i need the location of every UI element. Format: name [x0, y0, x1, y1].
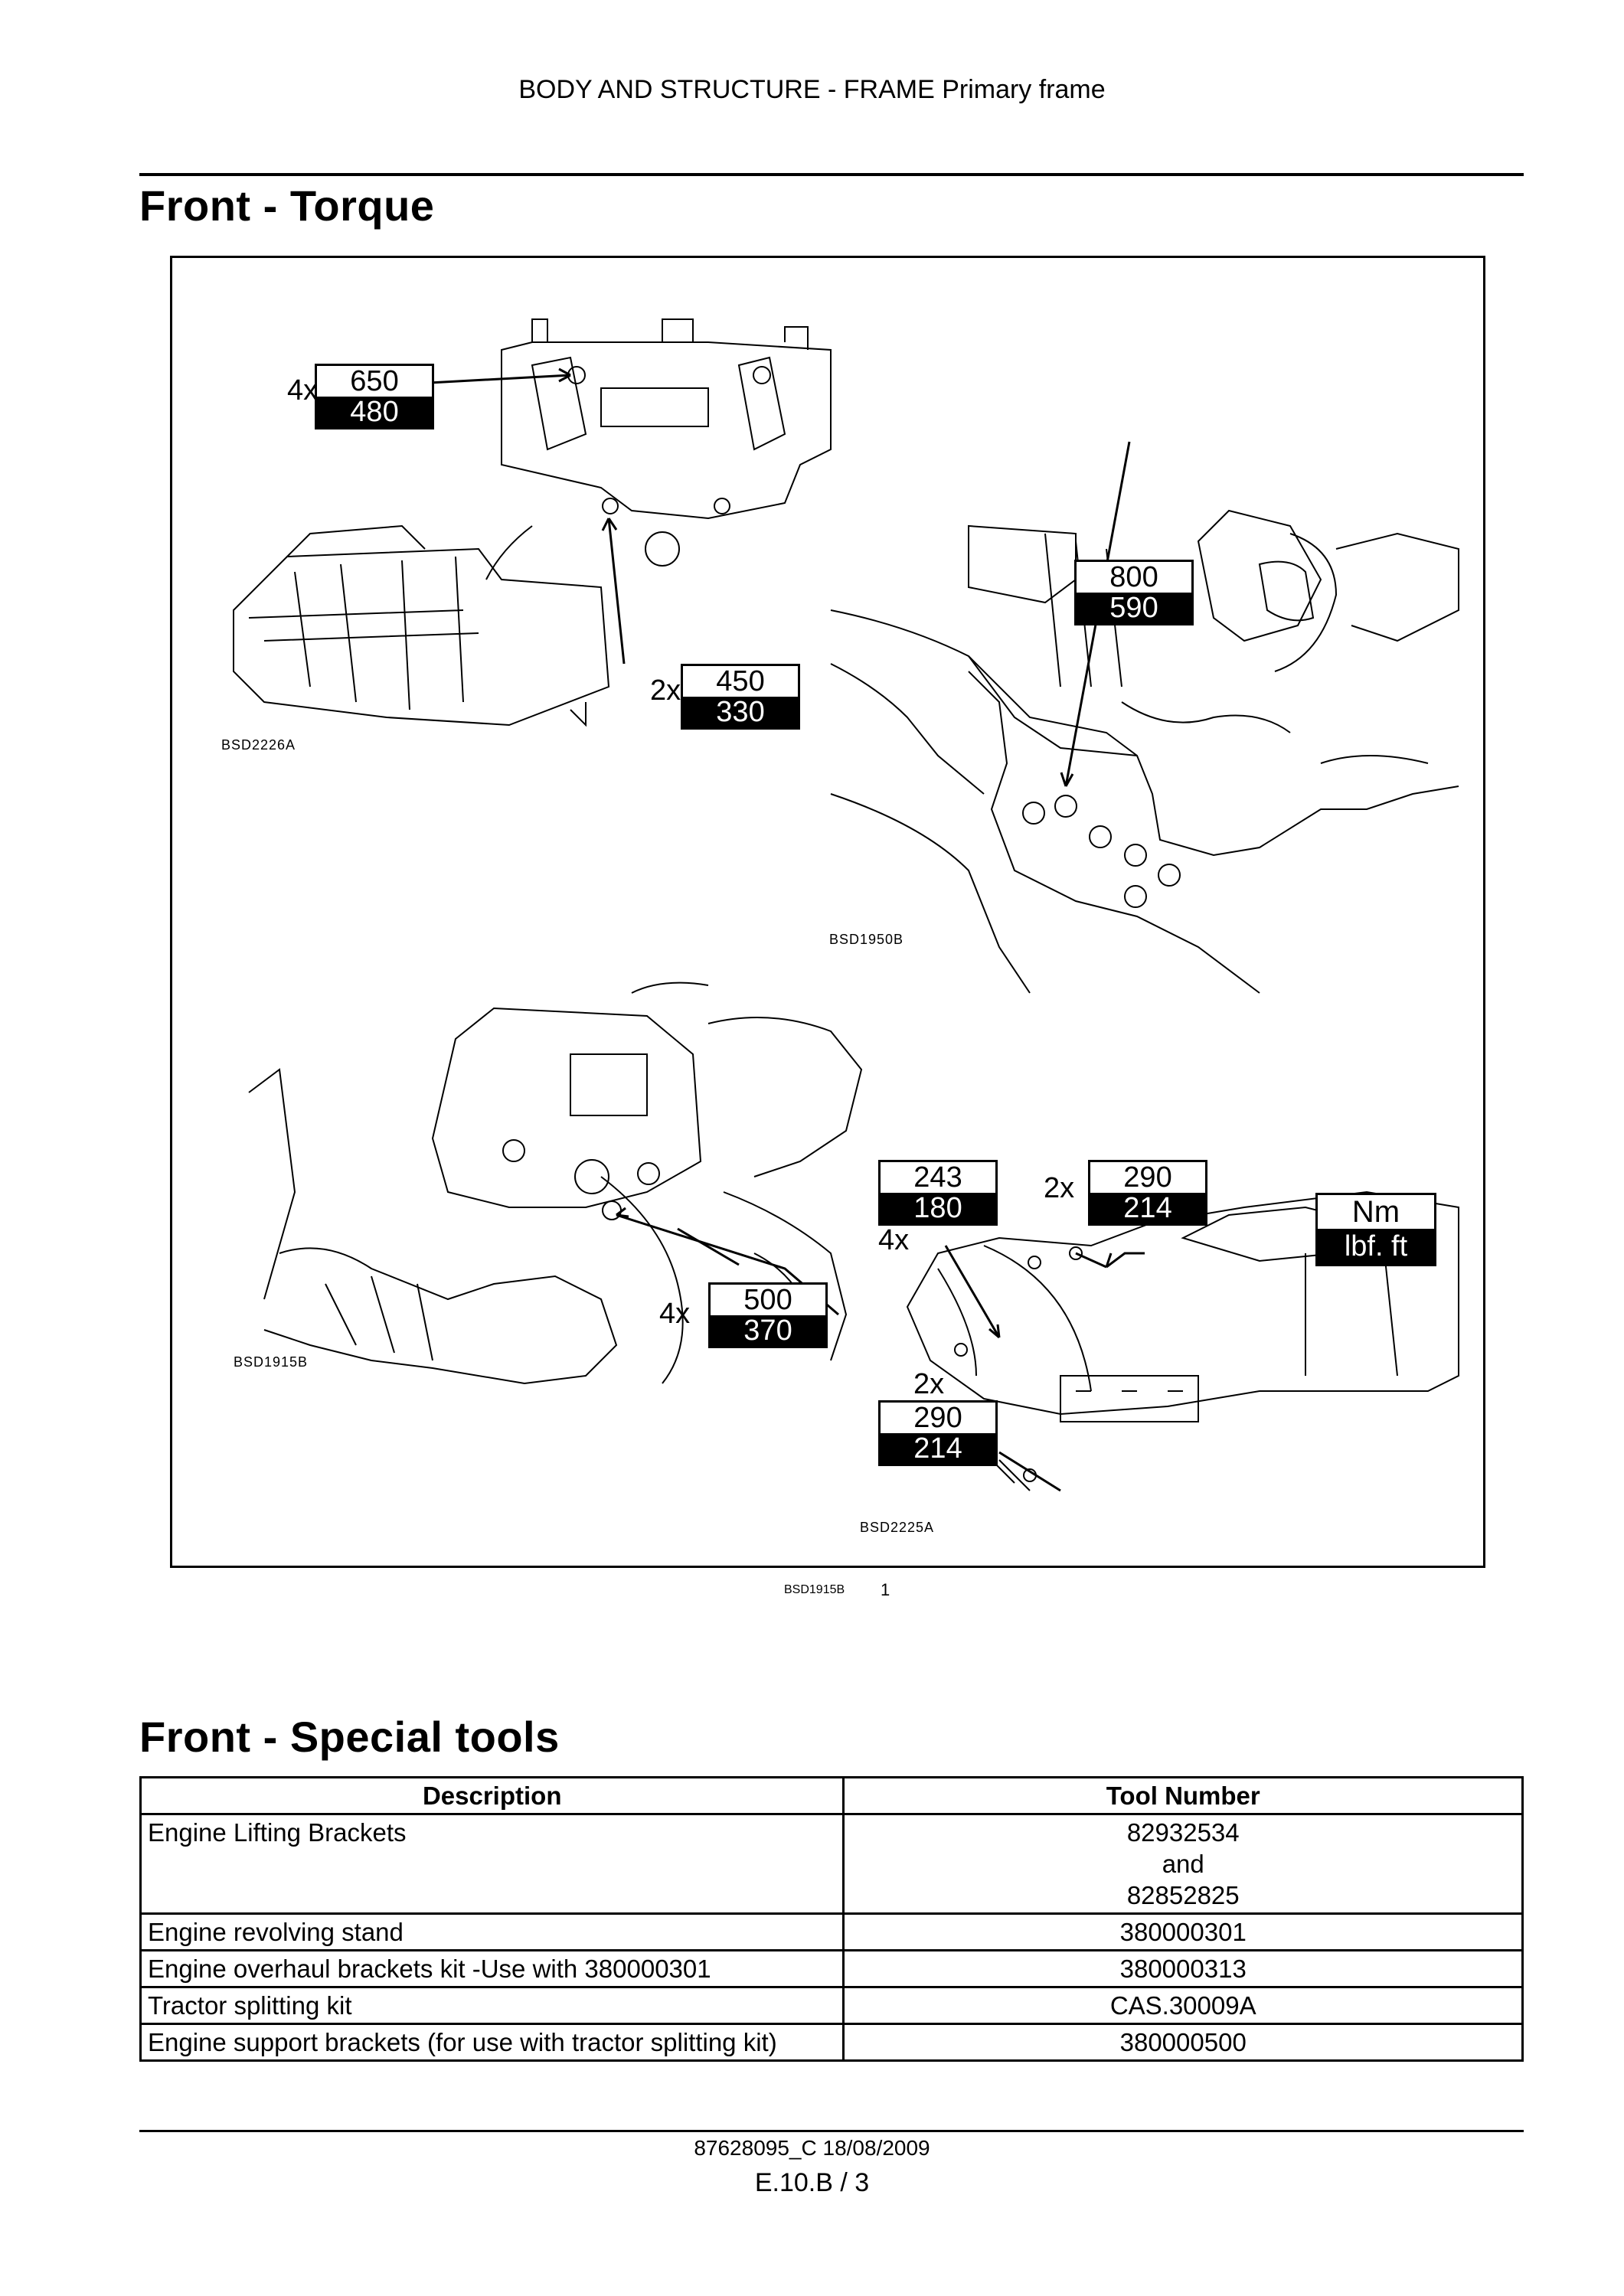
table-row: Engine overhaul brackets kit -Use with 3… [139, 1949, 1524, 1988]
torque-illustration [233, 318, 1459, 1492]
view-code: BSD2225A [860, 1520, 935, 1535]
qty-label: 2x [650, 674, 681, 707]
table-row: Engine support brackets (for use with tr… [139, 2023, 1524, 2062]
torque-lbft: 330 [683, 697, 798, 727]
torque-nm: 290 [881, 1403, 995, 1433]
torque-lbft: 370 [711, 1315, 825, 1346]
tool-number-line: and [1162, 1850, 1204, 1878]
torque-callout: 290 214 [1088, 1160, 1207, 1226]
torque-nm: 800 [1077, 562, 1191, 593]
torque-lbft: 214 [1090, 1193, 1205, 1223]
tool-description: Engine overhaul brackets kit -Use with 3… [139, 1949, 845, 1988]
qty-label: 4x [287, 374, 319, 407]
torque-nm: 243 [881, 1162, 995, 1193]
torque-nm: 290 [1090, 1162, 1205, 1193]
table-row: Engine Lifting Brackets 82932534 and 828… [139, 1813, 1524, 1915]
table-row: Tractor splitting kit CAS.30009A [139, 1986, 1524, 2025]
torque-lbft: 480 [317, 397, 432, 427]
tool-number: 380000500 [842, 2023, 1524, 2062]
view-oil-pan-bracket [233, 318, 832, 727]
tool-number: 380000313 [842, 1949, 1524, 1988]
view-code: BSD2226A [221, 737, 296, 753]
torque-lbft: 180 [881, 1193, 995, 1223]
tool-description: Engine Lifting Brackets [139, 1813, 845, 1915]
tool-description: Engine revolving stand [139, 1912, 845, 1951]
qty-label: 2x [1044, 1172, 1075, 1204]
units-legend: Nm lbf. ft [1315, 1193, 1436, 1266]
tool-number-line: 82852825 [1126, 1881, 1240, 1909]
legend-unit-nm: Nm [1318, 1195, 1434, 1229]
special-tools-table: Description Tool Number Engine Lifting B… [139, 1776, 1524, 2062]
table-header-row: Description Tool Number [139, 1776, 1524, 1815]
tool-number: CAS.30009A [842, 1986, 1524, 2025]
torque-callout: 650 480 [315, 364, 434, 429]
tool-number-line: 82932534 [1126, 1818, 1240, 1847]
torque-nm: 450 [683, 666, 798, 697]
qty-label: 4x [878, 1224, 910, 1256]
qty-label: 4x [659, 1298, 691, 1330]
torque-lbft: 590 [1077, 593, 1191, 623]
tool-description: Tractor splitting kit [139, 1986, 845, 2025]
tool-description: Engine support brackets (for use with tr… [139, 2023, 845, 2062]
torque-callout: 800 590 [1074, 560, 1194, 625]
column-header-tool-number: Tool Number [842, 1776, 1524, 1815]
torque-callout: 500 370 [708, 1282, 828, 1348]
footer-rule [139, 2130, 1524, 2132]
torque-nm: 650 [317, 366, 432, 397]
legend-unit-lbft: lbf. ft [1318, 1229, 1434, 1264]
torque-callout: 290 214 [878, 1400, 998, 1466]
column-header-description: Description [139, 1776, 845, 1815]
torque-section-title: Front - Torque [139, 181, 435, 230]
torque-lbft: 214 [881, 1433, 995, 1464]
running-head: BODY AND STRUCTURE - FRAME Primary frame [518, 75, 1106, 104]
torque-callout: 243 180 [878, 1160, 998, 1226]
torque-nm: 500 [711, 1285, 825, 1315]
footer-doc-code: 87628095_C 18/08/2009 [694, 2136, 930, 2160]
tools-section-title: Front - Special tools [139, 1713, 560, 1761]
torque-figure: 4x 650 480 2x 450 330 BSD2226A 800 590 B… [170, 256, 1485, 1568]
qty-label: 2x [913, 1368, 945, 1400]
header-rule [139, 173, 1524, 176]
view-code: BSD1915B [234, 1354, 309, 1370]
view-engine-lower-mounts [248, 981, 863, 1385]
figure-caption-code: BSD1915B [784, 1583, 845, 1596]
view-code: BSD1950B [829, 932, 904, 947]
footer-page-number: E.10.B / 3 [754, 2168, 870, 2197]
table-row: Engine revolving stand 380000301 [139, 1912, 1524, 1951]
tool-number: 380000301 [842, 1912, 1524, 1951]
tool-number: 82932534 and 82852825 [842, 1813, 1524, 1915]
torque-callout: 450 330 [681, 664, 800, 730]
figure-number: 1 [881, 1580, 890, 1599]
